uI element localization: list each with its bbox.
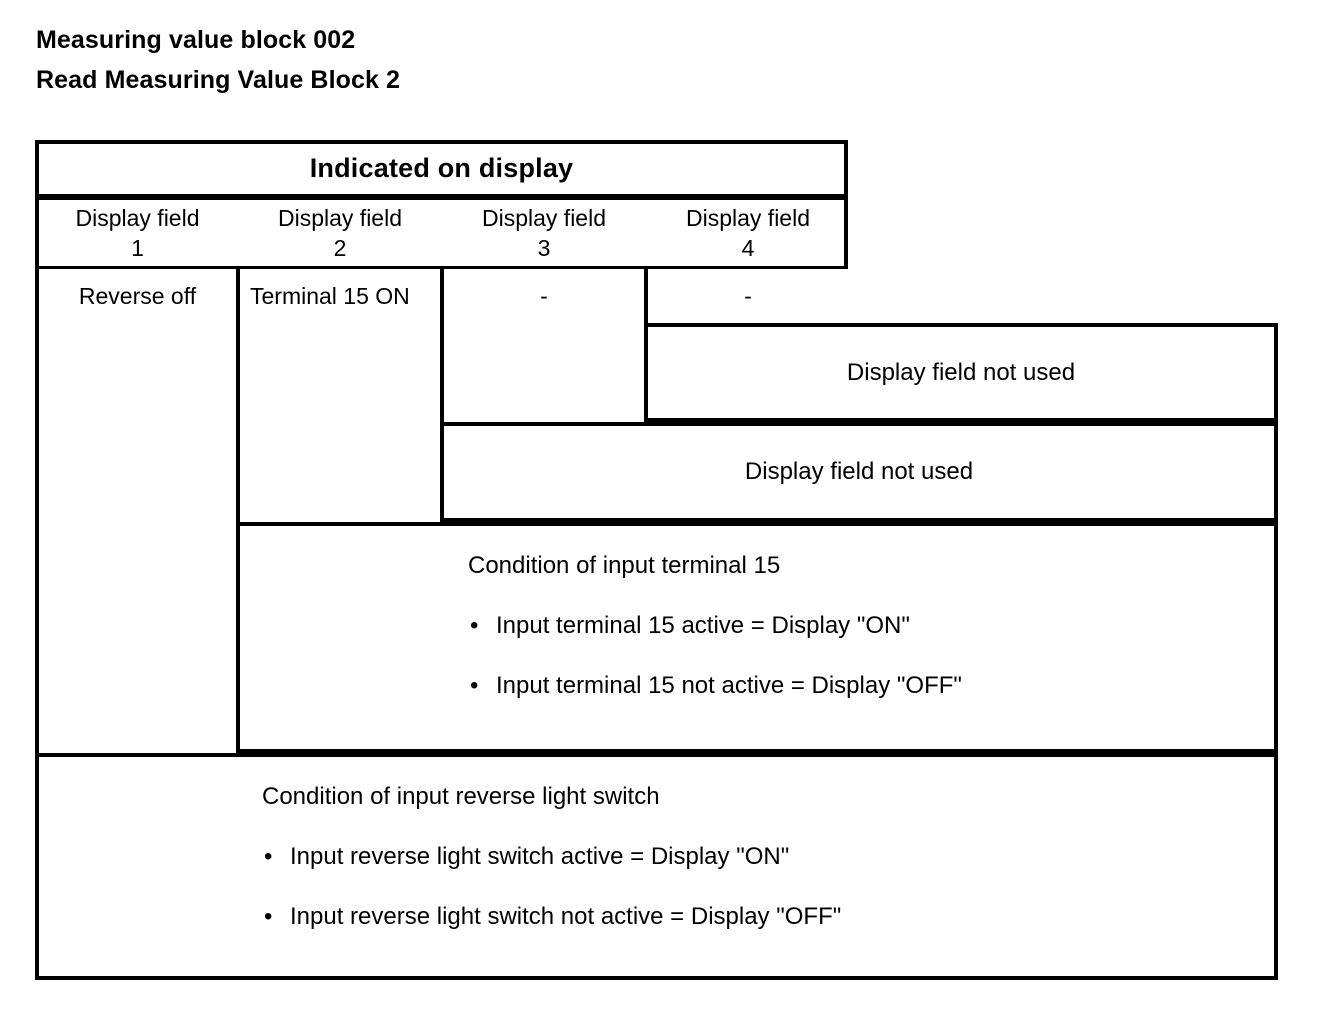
- explanation-text-field-4: Display field not used: [846, 358, 1076, 386]
- table-title: Indicated on display: [309, 153, 574, 183]
- condition-bullet-terminal-15-active: • Input terminal 15 active = Display "ON…: [468, 612, 1268, 640]
- header-label-2: Display field: [278, 205, 402, 231]
- condition-bullet-text: Input terminal 15 active = Display "ON": [496, 612, 910, 639]
- explanation-box-field-1: [35, 753, 1278, 980]
- condition-bullet-reverse-active: • Input reverse light switch active = Di…: [262, 843, 1262, 871]
- header-label-4: Display field: [686, 205, 810, 231]
- header-number-4: 4: [741, 235, 755, 261]
- column-divider-1: [236, 269, 240, 526]
- explanation-box-field-3: [440, 422, 1278, 522]
- explanation-text-field-3: Display field not used: [744, 458, 974, 485]
- condition-bullet-text: Input reverse light switch active = Disp…: [290, 843, 790, 870]
- condition-block-terminal-15: Condition of input terminal 15 • Input t…: [468, 552, 1268, 700]
- value-cell-display-field-4: -: [744, 282, 752, 309]
- page-title: Measuring value block 002 Read Measuring…: [36, 20, 400, 100]
- table-title-row: [35, 140, 848, 197]
- condition-bullet-text: Input reverse light switch not active = …: [290, 903, 842, 930]
- value-cell-display-field-2: Terminal 15 ON: [250, 282, 410, 309]
- condition-bullet-text: Input terminal 15 not active = Display "…: [496, 672, 962, 699]
- condition-title-terminal-15: Condition of input terminal 15: [468, 552, 781, 579]
- header-number-2: 2: [333, 235, 347, 261]
- table-header-row: [35, 197, 848, 269]
- value-cell-display-field-3: -: [540, 282, 548, 309]
- header-number-3: 3: [537, 235, 551, 261]
- header-cell-display-field-2: Display field 2: [240, 197, 440, 269]
- column-divider-3: [644, 269, 648, 327]
- header-cell-display-field-1: Display field 1: [39, 197, 236, 269]
- header-number-1: 1: [131, 235, 144, 261]
- bullet-icon: •: [470, 672, 479, 699]
- explanation-box-field-4: [644, 323, 1278, 422]
- header-cell-display-field-4: Display field 4: [648, 197, 848, 269]
- header-label-1: Display field: [75, 205, 200, 231]
- table-left-border: [35, 269, 39, 757]
- page-title-line-2: Read Measuring Value Block 2: [36, 66, 401, 94]
- page-title-line-1: Measuring value block 002: [36, 26, 356, 54]
- explanation-box-field-2: [236, 522, 1278, 753]
- condition-block-reverse-light-switch: Condition of input reverse light switch …: [262, 783, 1262, 931]
- condition-title-reverse-light-switch: Condition of input reverse light switch: [262, 783, 660, 810]
- column-divider-2: [440, 269, 444, 426]
- bullet-icon: •: [264, 903, 273, 930]
- header-cell-display-field-3: Display field 3: [444, 197, 644, 269]
- value-cell-display-field-1: Reverse off: [78, 282, 197, 309]
- bullet-icon: •: [470, 612, 479, 639]
- bullet-icon: •: [264, 843, 273, 870]
- header-label-3: Display field: [482, 205, 606, 231]
- condition-bullet-terminal-15-not-active: • Input terminal 15 not active = Display…: [468, 672, 1268, 700]
- condition-bullet-reverse-not-active: • Input reverse light switch not active …: [262, 903, 1262, 931]
